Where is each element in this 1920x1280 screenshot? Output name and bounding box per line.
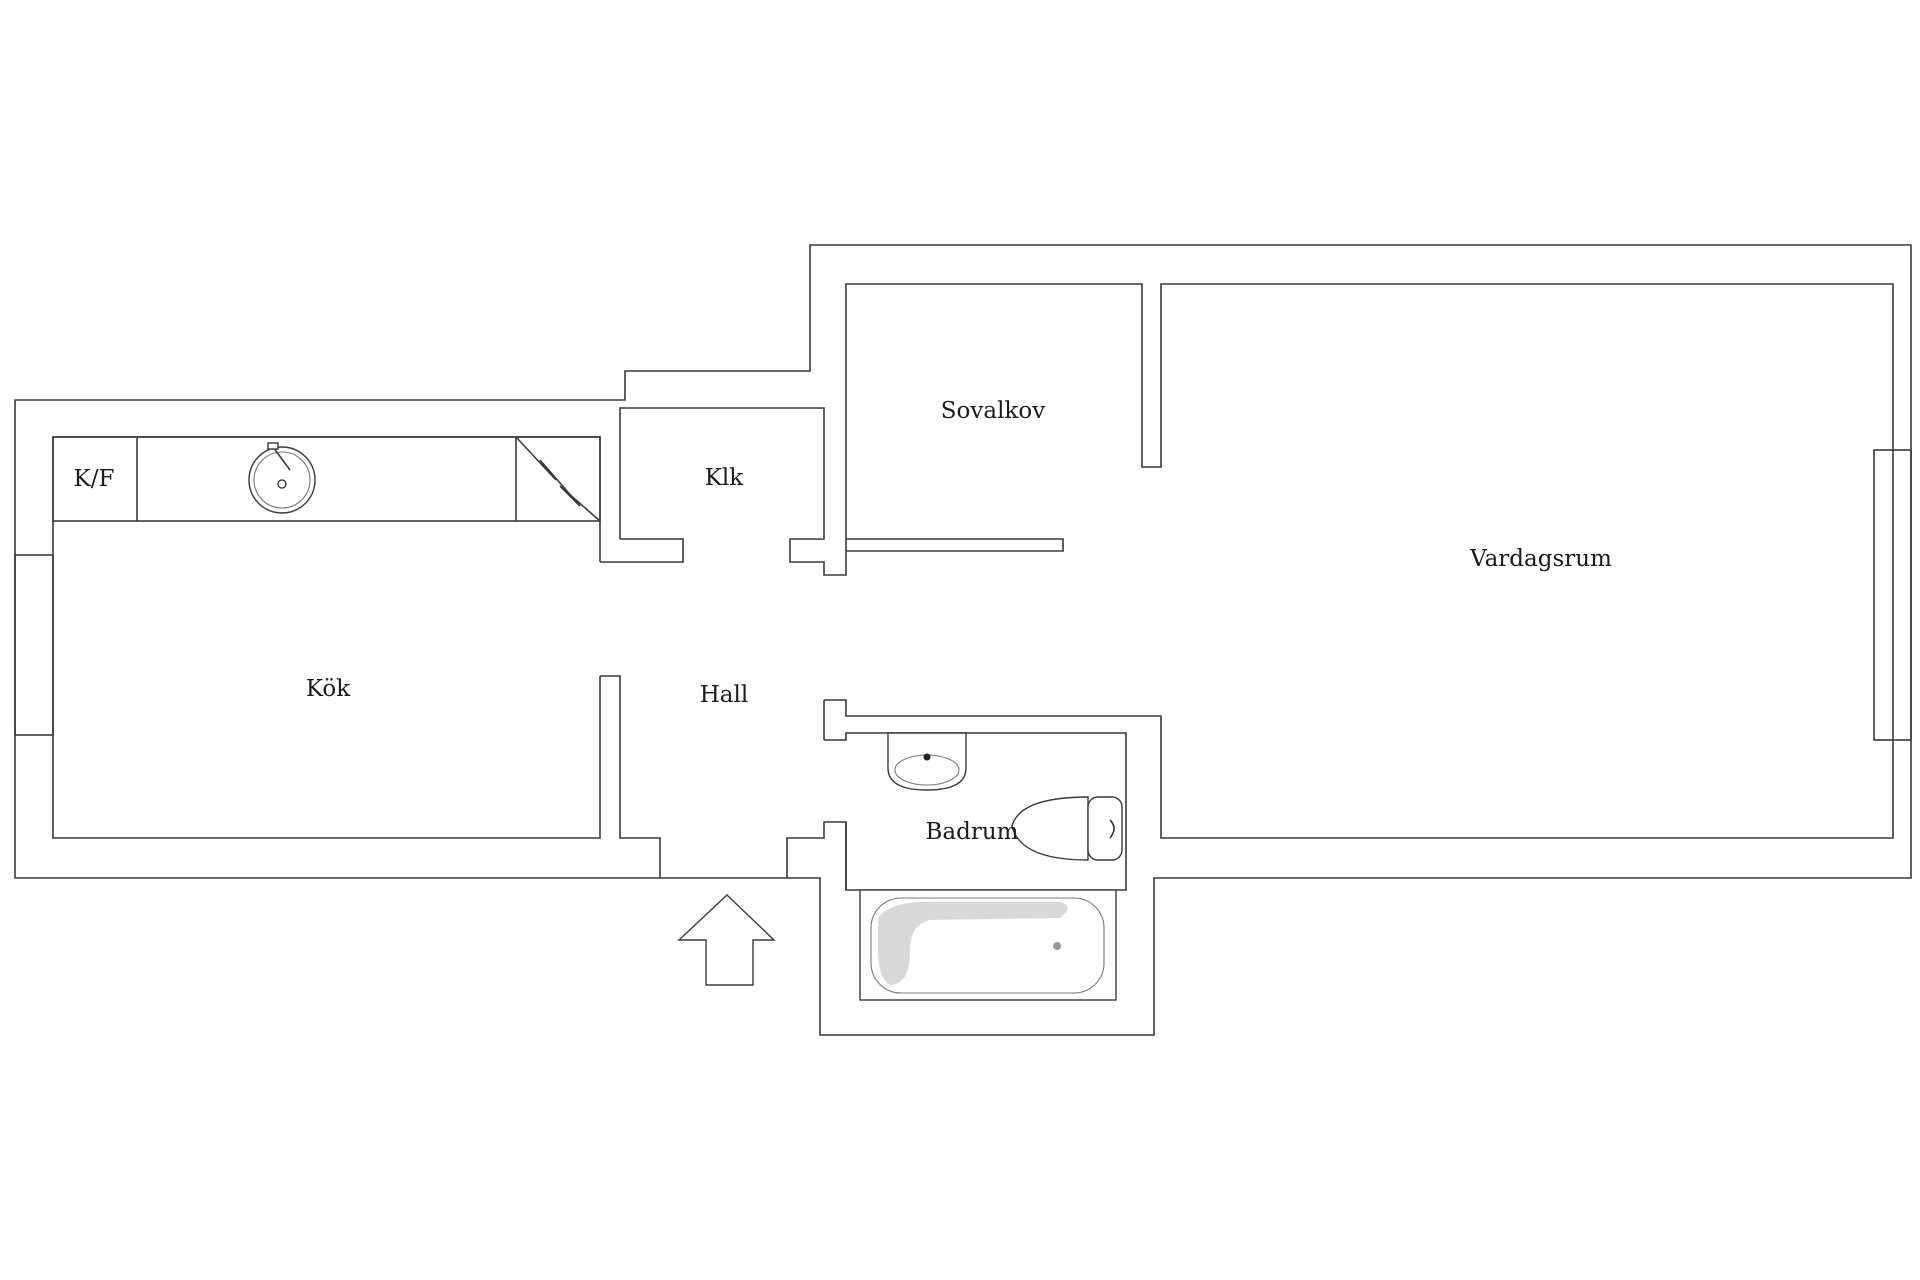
bathroom-wall bbox=[823, 700, 1127, 891]
hall-right-wall bbox=[786, 283, 1894, 890]
kitchen-sink-icon bbox=[248, 442, 316, 514]
kitchen-wall bbox=[52, 436, 601, 839]
room-label-kok: Kök bbox=[306, 676, 351, 702]
outer-wall bbox=[14, 244, 1912, 1036]
closet-wall bbox=[600, 407, 1064, 576]
toilet-icon bbox=[1011, 796, 1123, 861]
bathtub-icon bbox=[859, 889, 1117, 1001]
room-label-badrum: Badrum bbox=[926, 819, 1019, 845]
room-label-klk: Klk bbox=[705, 465, 745, 491]
kitchen-window bbox=[14, 554, 54, 736]
entrance-arrow-icon bbox=[677, 894, 776, 986]
kitchen-counter bbox=[52, 436, 601, 522]
living-room-window bbox=[1873, 449, 1912, 741]
stove-icon bbox=[515, 436, 601, 522]
room-label-vardagsrum: Vardagsrum bbox=[1469, 546, 1612, 572]
room-label-sovalkov: Sovalkov bbox=[941, 398, 1045, 424]
room-label-kf: K/F bbox=[74, 466, 115, 492]
room-label-hall: Hall bbox=[700, 682, 748, 708]
hall-left-wall bbox=[600, 675, 661, 878]
washbasin-icon bbox=[887, 732, 967, 791]
